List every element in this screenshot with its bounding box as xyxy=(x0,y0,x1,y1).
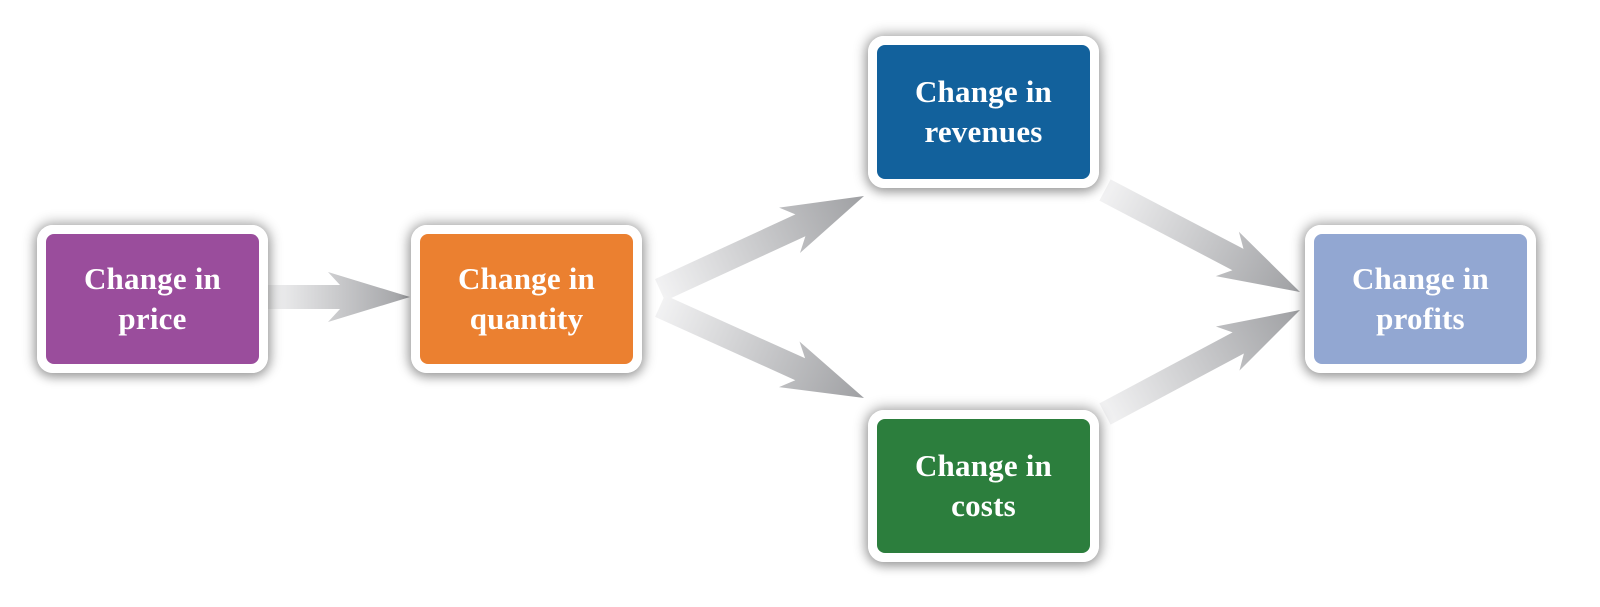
node-label-line-1: Change in xyxy=(1351,261,1490,296)
node-label-line-2: costs xyxy=(951,488,1016,523)
node-label-line-1: Change in xyxy=(914,448,1053,483)
node-fill: Change in quantity xyxy=(420,234,633,364)
node-label-line-1: Change in xyxy=(914,74,1053,109)
arrow-costs-to-profits xyxy=(1099,310,1300,425)
node-change-in-costs: Change in costs xyxy=(868,410,1099,562)
node-fill: Change in costs xyxy=(877,419,1090,553)
node-fill: Change in price xyxy=(46,234,259,364)
node-change-in-quantity: Change in quantity xyxy=(411,225,642,373)
node-label-line-2: profits xyxy=(1376,301,1465,336)
node-label-line-2: price xyxy=(118,301,187,336)
arrow-quantity-to-costs xyxy=(655,295,864,398)
node-fill: Change in profits xyxy=(1314,234,1527,364)
node-change-in-price: Change in price xyxy=(37,225,268,373)
node-label-line-2: quantity xyxy=(469,301,584,336)
arrow-revenues-to-profits xyxy=(1099,179,1300,292)
node-label-line-2: revenues xyxy=(924,114,1043,149)
arrow-quantity-to-revenues xyxy=(655,196,864,301)
arrow-price-to-quantity xyxy=(268,272,410,322)
node-change-in-profits: Change in profits xyxy=(1305,225,1536,373)
node-label-line-1: Change in xyxy=(457,261,596,296)
node-fill: Change in revenues xyxy=(877,45,1090,179)
node-change-in-revenues: Change in revenues xyxy=(868,36,1099,188)
node-label-line-1: Change in xyxy=(83,261,222,296)
